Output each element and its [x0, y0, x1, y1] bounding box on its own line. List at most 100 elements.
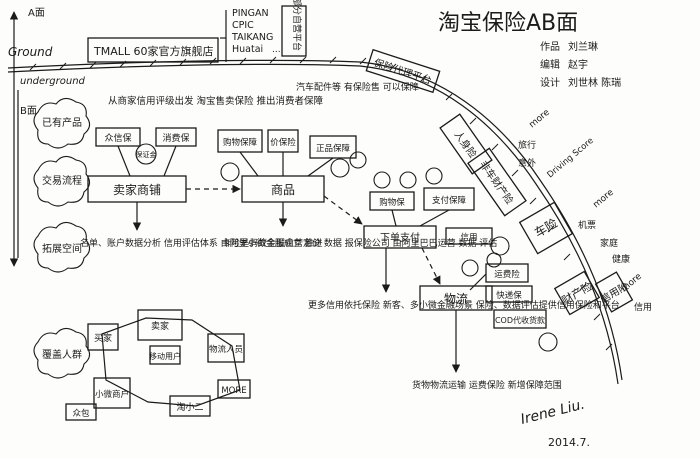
- crowd-node-8-label: 移动用户: [149, 351, 181, 361]
- node-shoppingfund-label: 购物保: [379, 197, 405, 208]
- insurer-1: PINGAN: [232, 8, 269, 19]
- row-label-1: 已有产品: [42, 116, 82, 129]
- crowd-node-3-label: 物流人员: [209, 344, 243, 355]
- node-freight: 运费险: [485, 263, 529, 283]
- vertical-axis: [9, 11, 19, 267]
- node-xiaojiabao: 消费保: [155, 127, 197, 147]
- node-kuaidibao-label: 快递保: [496, 290, 522, 301]
- row-cloud-1: 已有产品: [33, 97, 91, 149]
- insurer-3: TAIKANG: [231, 32, 273, 43]
- arrow-order-logistics: [421, 247, 441, 285]
- node-xinyong: 信用: [445, 227, 493, 245]
- crowd-node-4: [217, 379, 251, 399]
- crowd-network: 买家 卖家 物流人员 MORE 淘小二 小微商户 众包 移动用户: [65, 309, 251, 421]
- crowd-node-4-label: MORE: [221, 386, 246, 396]
- more-label-2: more: [592, 187, 617, 210]
- crowd-node-8: [149, 345, 181, 365]
- node-logistics-label: 物流: [444, 292, 468, 306]
- credit-role-2: 编辑: [540, 58, 560, 71]
- credit-name-1: 刘兰琳: [568, 40, 598, 53]
- node-order-label: 下单支付: [380, 231, 420, 244]
- node-cod-label: COD代收货款: [495, 315, 545, 325]
- node-zhenxin-label: 众信保: [104, 132, 131, 144]
- node-shoppingguar: 购物保障: [217, 129, 263, 153]
- row-label-3: 拓展空间: [42, 242, 82, 255]
- link-zhenxin-shop: [117, 145, 131, 177]
- node-zhengpin-label: 正品保障: [316, 143, 351, 154]
- crowd-node-7-label: 众包: [72, 408, 90, 419]
- node-payment-label: 支付保障: [432, 195, 467, 206]
- curve-sublabel-4: 机票: [578, 219, 596, 231]
- ground-curve-shadow: [7, 63, 619, 385]
- more-label-3: more: [620, 271, 645, 294]
- underground-label: underground: [20, 76, 86, 87]
- insurer-2: CPIC: [232, 20, 254, 31]
- row-cloud-2: 交易流程: [33, 155, 91, 207]
- row-label-4: 覆盖人群: [42, 348, 82, 361]
- link-a: [239, 151, 259, 177]
- node-cod: COD代收货款: [493, 309, 547, 329]
- note-4: 卡险是蚂蚁金服自营定价 数据 报保险公司 由阿里巴巴运营 数据 评估: [222, 237, 497, 249]
- node-freight-label: 运费险: [494, 269, 520, 280]
- note-3: 名单、账户数据分析 信用评估体系 由阿里小微金服成立 推进: [80, 237, 323, 249]
- link-d: [391, 209, 397, 227]
- node-jiabao-label: 价保险: [270, 137, 296, 148]
- note-1: 从商家信用评级出发 淘宝售卖保险 推出消费者保障: [108, 95, 324, 107]
- crowd-node-7: [65, 403, 97, 421]
- curve-label-2: 人身险: [452, 128, 480, 160]
- row-cloud-3: 拓展空间: [33, 221, 91, 273]
- link-xiaojiabao-shop: [163, 145, 177, 177]
- crowd-node-1: [87, 323, 119, 351]
- crowd-node-1-label: 买家: [94, 332, 112, 344]
- curve-sublabel-1: 旅行: [518, 139, 536, 151]
- curve-label-4: 车险: [532, 215, 560, 240]
- ground-hatches: [29, 56, 613, 351]
- node-shop: 卖家商铺: [87, 175, 187, 203]
- curve-label-3: 非车财产险: [477, 158, 516, 206]
- curve-sublabel-2: 意外: [518, 157, 536, 169]
- link-e: [419, 209, 450, 227]
- note-6: 货物物流运输 运费保险 新增保障范围: [412, 379, 562, 391]
- insurer-4: Huatai: [232, 44, 263, 55]
- bubble-order-2: [399, 171, 417, 189]
- diagram-title: 淘宝保险AB面: [438, 11, 578, 36]
- bubble-log-1: [461, 259, 479, 277]
- node-kuaidibao: 快递保: [485, 285, 533, 303]
- bubble-log-2: [486, 252, 502, 268]
- credit-name-2: 赵宇: [568, 58, 588, 71]
- node-shoppingguar-label: 购物保障: [223, 137, 258, 148]
- crowd-node-5-label: 淘小二: [176, 401, 203, 413]
- bubble-baozhang-label: 保证金: [136, 150, 157, 159]
- bubble-order-4: [490, 236, 510, 256]
- node-goods-label: 商品: [271, 182, 295, 197]
- row-label-2: 交易流程: [42, 174, 82, 187]
- bubble-goods-2: [330, 158, 350, 178]
- node-payment: 支付保障: [423, 187, 475, 211]
- node-shop-label: 卖家商铺: [113, 182, 161, 197]
- bubble-log-3: [538, 332, 558, 352]
- credit-name-3: 刘世林 陈瑞: [568, 76, 621, 89]
- crowd-node-2-label: 卖家: [151, 320, 169, 332]
- axis-down-label: B面: [20, 106, 37, 117]
- crowd-node-3: [207, 333, 245, 363]
- node-jiabao: 价保险: [267, 129, 299, 153]
- curve-sublabel-6: 健康: [612, 253, 630, 265]
- node-xiaojiabao-label: 消费保: [162, 132, 189, 144]
- node-zhenxin: 众信保: [95, 127, 141, 147]
- credit-role-1: 作品: [540, 41, 560, 53]
- credits: 作品 刘兰琳 编辑 赵宇 设计 刘世林 陈瑞: [540, 40, 621, 89]
- curve-sublabel-3: Driving Score: [546, 136, 596, 180]
- note-5: 更多信用依托保险 新客、多小微金融场景 保险、数据评估提供信用保险和平台: [308, 299, 620, 311]
- bubble-goods-1: [220, 162, 240, 182]
- curve-sublabel-5: 家庭: [600, 237, 618, 249]
- node-shoppingfund: 购物保: [369, 191, 415, 211]
- crowd-node-5: [169, 395, 211, 417]
- node-order: 下单支付: [363, 225, 437, 249]
- crowd-node-2: [137, 309, 183, 341]
- more-label-1: more: [528, 107, 553, 130]
- node-xinyong-label: 信用: [460, 232, 477, 243]
- link-c: [307, 157, 334, 177]
- bubble-goods-3: [349, 151, 367, 169]
